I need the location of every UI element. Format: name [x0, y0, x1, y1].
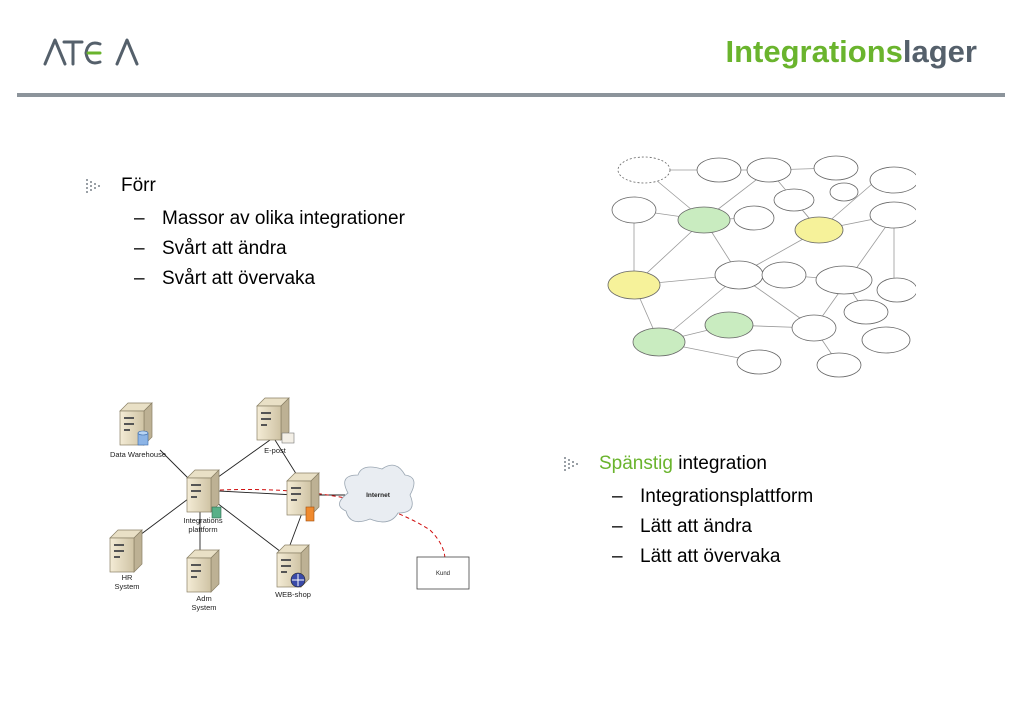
data-warehouse-label: Data Warehouse	[110, 450, 166, 459]
list-item-text: Svårt att övervaka	[162, 268, 316, 289]
list-item: –Lätt att ändra	[612, 516, 752, 537]
kund-label: Kund	[436, 571, 450, 577]
dotted-bullet-icon	[86, 179, 100, 193]
integration-label-1: Integrations	[183, 516, 222, 525]
integration-platform-diagram: Data Warehouse E-post Integrations platt…	[109, 397, 470, 612]
webshop-label: WEB-shop	[275, 590, 311, 599]
list-item-text: Lätt att övervaka	[640, 546, 781, 567]
bullet-heading: Spänstig integration	[564, 454, 813, 473]
page-title: Integrationslager	[725, 34, 977, 70]
list-item: –Massor av olika integrationer	[134, 208, 405, 229]
customer-box	[416, 556, 470, 590]
list-item: –Lätt att övervaka	[612, 546, 781, 567]
heading-rest: integration	[672, 453, 767, 474]
hr-label-2: System	[114, 582, 139, 591]
internet-cloud-icon	[339, 464, 415, 523]
after-list: Spänstig integration –Integrationsplattf…	[564, 454, 813, 577]
list-item-text: Massor av olika integrationer	[162, 208, 405, 229]
adm-label-1: Adm	[196, 594, 211, 603]
atea-logo	[43, 38, 139, 66]
adm-label-2: System	[191, 603, 216, 612]
list-item: –Integrationsplattform	[612, 486, 814, 507]
before-list: Förr –Massor av olika integrationer –Svå…	[86, 176, 405, 299]
list-item: –Svårt att övervaka	[134, 268, 316, 289]
heading-highlight: Spänstig	[599, 453, 673, 474]
list-item-text: Lätt att ändra	[640, 516, 752, 537]
list-item-text: Svårt att ändra	[162, 238, 287, 259]
database-icon	[137, 430, 149, 446]
title-part-green: Integrations	[725, 34, 903, 69]
header-divider	[17, 93, 1005, 97]
dotted-bullet-icon	[564, 457, 578, 471]
list-item: –Svårt att ändra	[134, 238, 287, 259]
title-part-gray: lager	[902, 34, 977, 69]
bullet-heading-text: Förr	[121, 175, 156, 196]
list-item-text: Integrationsplattform	[640, 486, 814, 507]
internet-label: Internet	[366, 492, 391, 499]
bullet-heading: Förr	[86, 176, 405, 195]
point-to-point-diagram	[607, 155, 916, 378]
epost-label: E-post	[264, 446, 287, 455]
hr-label-1: HR	[122, 573, 133, 582]
integration-label-2: plattform	[188, 525, 217, 534]
